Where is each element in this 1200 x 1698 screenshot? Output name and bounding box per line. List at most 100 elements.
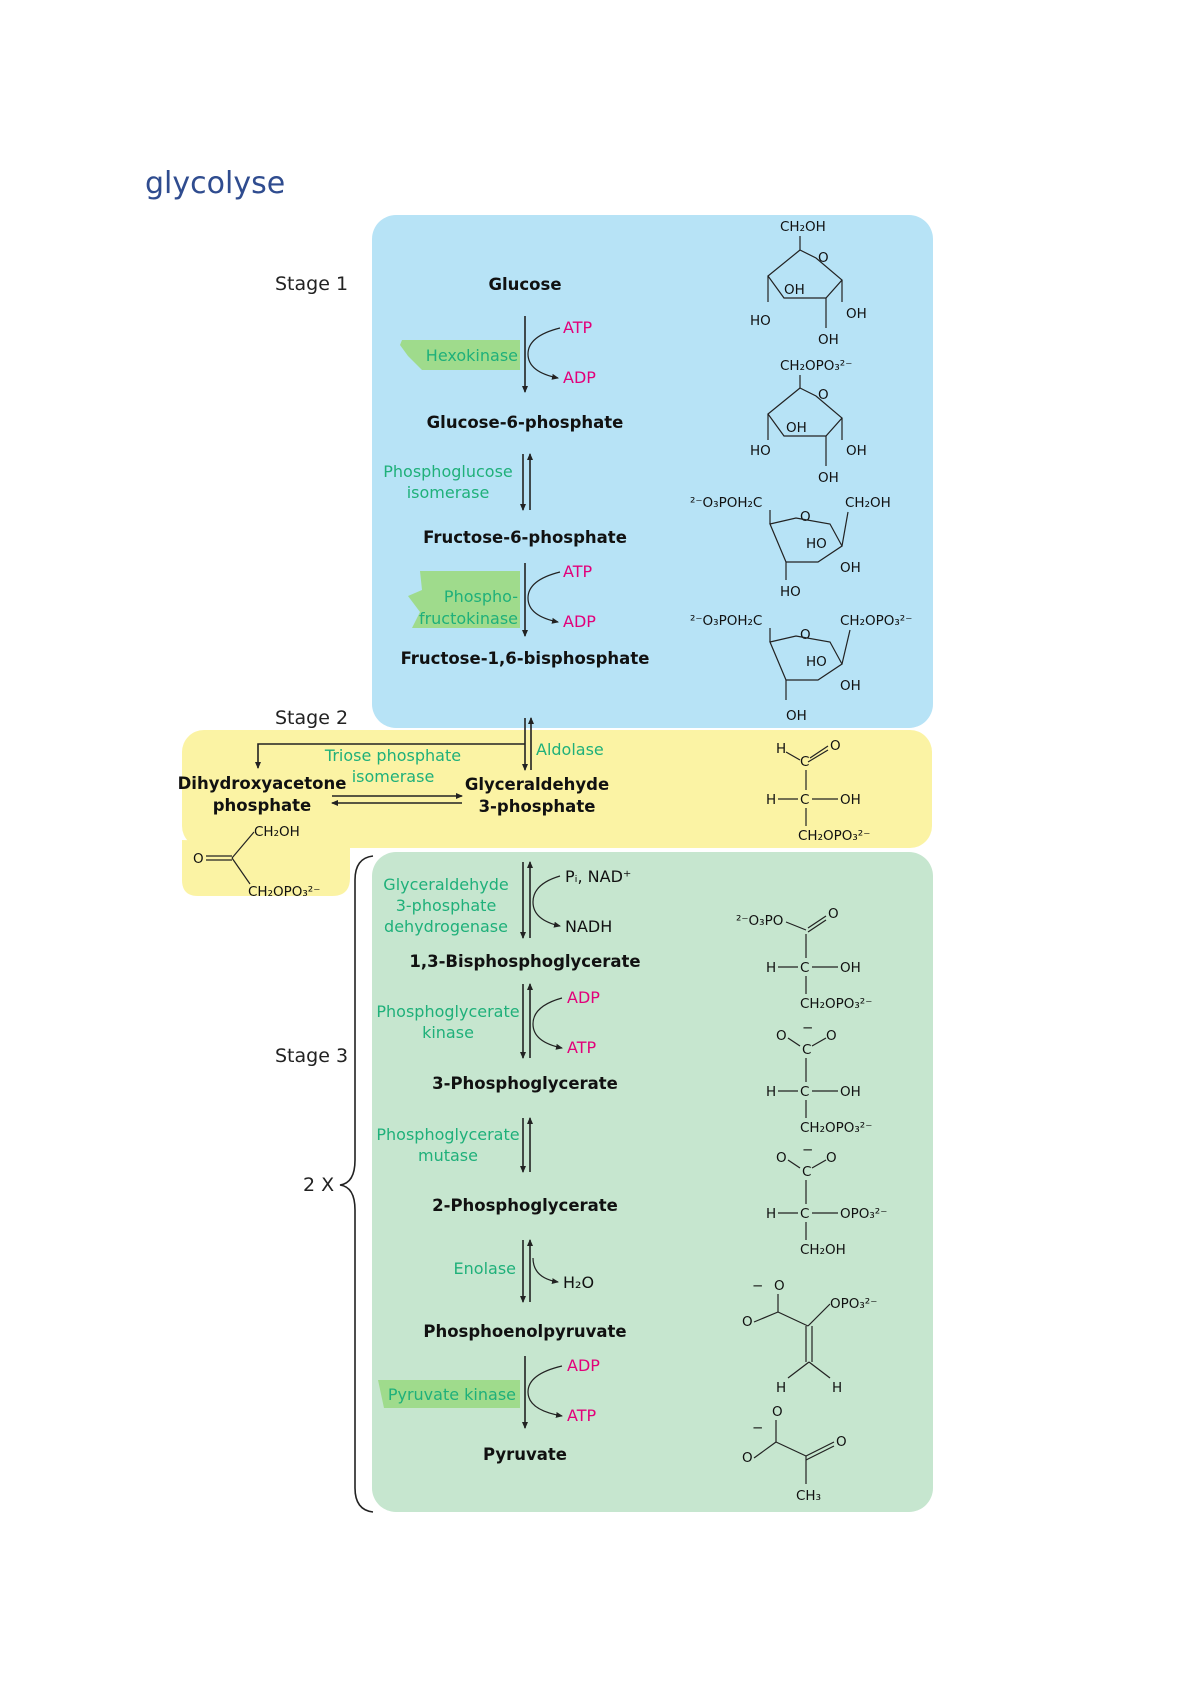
bpg13-label: 1,3-Bisphosphoglycerate (409, 952, 640, 971)
svg-text:−: − (752, 1420, 763, 1436)
stage1-label: Stage 1 (275, 273, 348, 295)
pfk-adp: ADP (563, 612, 596, 631)
pep-structure: − O O OPO₃²⁻ H H (742, 1278, 877, 1396)
f16bp-structure: ²⁻O₃POH₂C CH₂OPO₃²⁻ O HO OH OH (690, 613, 912, 724)
svg-text:C: C (800, 754, 809, 770)
hk-atp: ATP (563, 318, 592, 337)
svg-text:OPO₃²⁻: OPO₃²⁻ (830, 1296, 877, 1312)
gap-label-2: 3-phosphate (479, 797, 596, 816)
hexokinase-highlight (400, 340, 520, 370)
pgm-label-2: mutase (418, 1146, 478, 1165)
pgm-label-1: Phosphoglycerate (376, 1125, 519, 1144)
svg-text:OH: OH (818, 470, 839, 486)
svg-text:OH: OH (786, 420, 807, 436)
gap-label-1: Glyceraldehyde (465, 775, 609, 794)
svg-text:O: O (776, 1028, 787, 1044)
svg-text:H: H (766, 1084, 776, 1100)
svg-text:HO: HO (806, 654, 827, 670)
svg-text:CH₂OPO₃²⁻: CH₂OPO₃²⁻ (798, 828, 870, 844)
svg-text:HO: HO (780, 584, 801, 600)
pgi-label-1: Phosphoglucose (383, 462, 513, 481)
pfk-label-2: fructokinase (419, 609, 518, 628)
stage3-panel (372, 852, 933, 1512)
svg-text:O: O (774, 1278, 785, 1294)
svg-text:HO: HO (750, 443, 771, 459)
svg-text:OH: OH (840, 560, 861, 576)
svg-text:O: O (800, 509, 811, 525)
stage2-label: Stage 2 (275, 707, 348, 729)
svg-text:OH: OH (840, 1084, 861, 1100)
svg-text:C: C (802, 1042, 811, 1058)
svg-text:OH: OH (840, 792, 861, 808)
pfk-highlight (408, 571, 520, 628)
pk-cofactor-curve (527, 1365, 563, 1418)
g6p-structure: CH₂OPO₃²⁻ O HO OH OH OH (750, 358, 867, 486)
pg2-structure: O − O C H C OPO₃²⁻ CH₂OH (766, 1142, 887, 1258)
f16bp-label: Fructose-1,6-bisphosphate (401, 649, 650, 668)
gapdh-label-2: 3-phosphate (396, 896, 497, 915)
stage2-panel (182, 730, 932, 848)
multiplier-label: 2 X (303, 1174, 334, 1196)
pk-label: Pyruvate kinase (388, 1385, 516, 1404)
pk-atp: ATP (567, 1406, 596, 1425)
svg-text:CH₂OH: CH₂OH (254, 824, 300, 840)
pfk-label-1: Phospho- (444, 587, 518, 606)
svg-text:C: C (800, 792, 809, 808)
enolase-h2o: H₂O (563, 1273, 594, 1292)
svg-text:HO: HO (750, 313, 771, 329)
svg-text:−: − (802, 1020, 813, 1036)
svg-text:O: O (828, 906, 839, 922)
svg-text:HO: HO (806, 536, 827, 552)
pg2-label: 2-Phosphoglycerate (432, 1196, 618, 1215)
glucose-label: Glucose (488, 275, 561, 294)
pgk-label-2: kinase (422, 1023, 474, 1042)
pgk-atp: ATP (567, 1038, 596, 1057)
pk-adp: ADP (567, 1356, 600, 1375)
svg-text:CH₂OPO₃²⁻: CH₂OPO₃²⁻ (800, 996, 872, 1012)
pk-highlight (378, 1380, 520, 1408)
svg-text:O: O (836, 1434, 847, 1450)
enolase-label: Enolase (454, 1259, 516, 1278)
svg-text:C: C (800, 1084, 809, 1100)
gap-structure: H O C H C OH CH₂OPO₃²⁻ (766, 738, 870, 844)
svg-text:−: − (752, 1278, 763, 1294)
enolase-h2o-curve (532, 1257, 559, 1285)
hk-cofactor-curve (527, 327, 561, 380)
svg-text:OH: OH (784, 282, 805, 298)
aldolase-branch (255, 743, 525, 769)
gapdh-label-3: dehydrogenase (384, 917, 508, 936)
svg-text:OH: OH (840, 678, 861, 694)
pgk-adp: ADP (567, 988, 600, 1007)
svg-text:O: O (776, 1150, 787, 1166)
pg3-label: 3-Phosphoglycerate (432, 1074, 618, 1093)
tpi-label-2: isomerase (352, 767, 435, 786)
svg-text:CH₂OPO₃²⁻: CH₂OPO₃²⁻ (780, 358, 852, 374)
svg-text:CH₃: CH₃ (796, 1488, 821, 1504)
svg-text:O: O (826, 1028, 837, 1044)
svg-text:OH: OH (840, 960, 861, 976)
svg-text:CH₂OPO₃²⁻: CH₂OPO₃²⁻ (800, 1120, 872, 1136)
svg-text:C: C (800, 960, 809, 976)
svg-text:²⁻O₃POH₂C: ²⁻O₃POH₂C (690, 613, 762, 629)
stage3-label: Stage 3 (275, 1045, 348, 1067)
g6p-label: Glucose-6-phosphate (427, 413, 624, 432)
pgk-label-1: Phosphoglycerate (376, 1002, 519, 1021)
svg-text:O: O (800, 627, 811, 643)
dhap-label-1: Dihydroxyacetone (178, 774, 347, 793)
svg-text:O: O (742, 1450, 753, 1466)
bpg13-structure: ²⁻O₃PO O H C OH CH₂OPO₃²⁻ (736, 906, 872, 1012)
svg-text:OH: OH (786, 708, 807, 724)
gapdh-out: NADH (565, 917, 612, 936)
hk-adp: ADP (563, 368, 596, 387)
stage3-brace (339, 855, 374, 1513)
pyruvate-label: Pyruvate (483, 1445, 567, 1464)
svg-text:C: C (802, 1164, 811, 1180)
pfk-atp: ATP (563, 562, 592, 581)
gapdh-cofactor-curve (532, 875, 561, 928)
svg-text:O: O (772, 1404, 783, 1420)
svg-text:O: O (830, 738, 841, 754)
tpi-label-1: Triose phosphate (324, 746, 461, 765)
svg-text:O: O (818, 387, 829, 403)
f6p-structure: ²⁻O₃POH₂C CH₂OH O HO OH HO (690, 495, 891, 600)
pfk-cofactor-curve (527, 571, 561, 624)
